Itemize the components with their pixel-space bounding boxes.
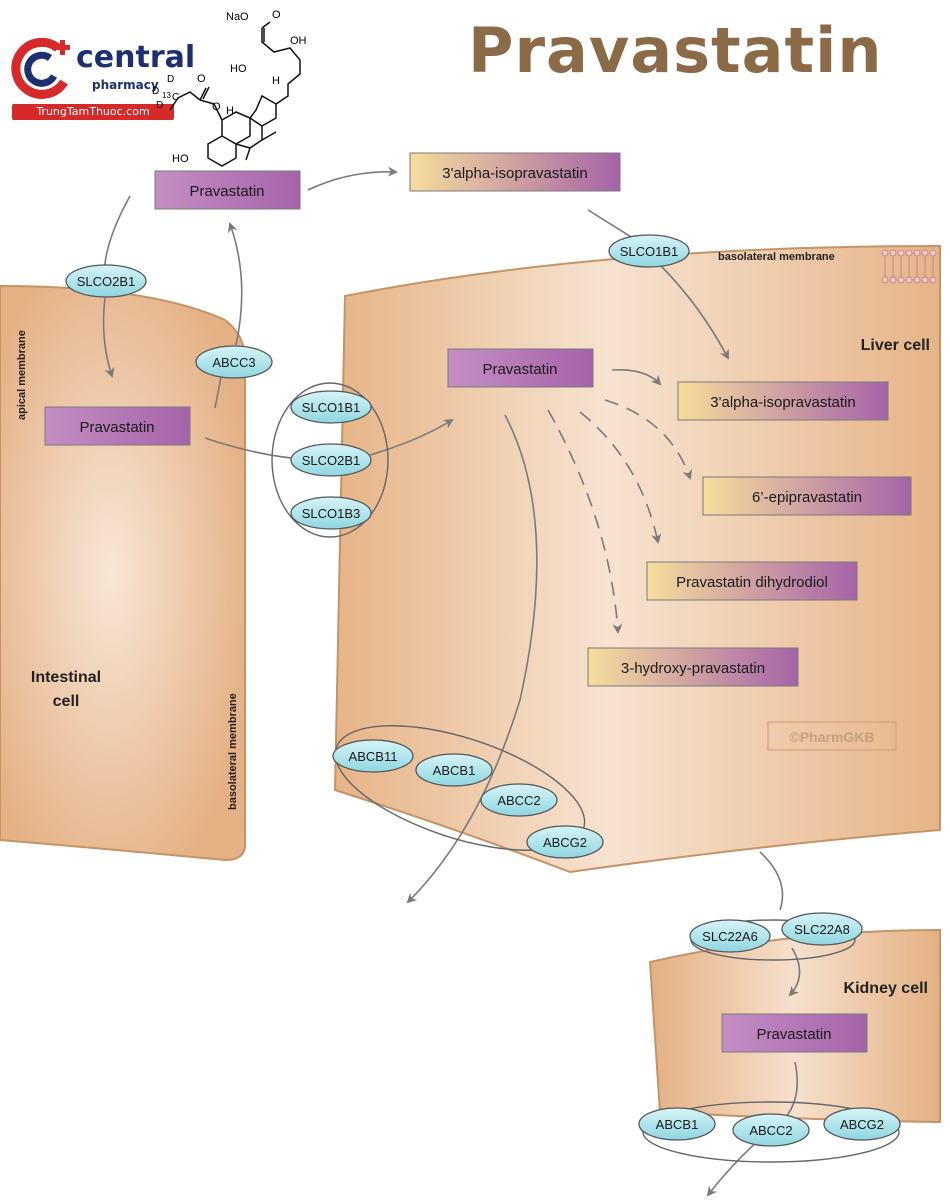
logo-icon: [11, 37, 70, 99]
box-label: Pravastatin: [79, 419, 154, 436]
arrow-slco2b1-to-int: [102, 297, 115, 378]
mol-label-9: 13: [162, 91, 171, 100]
transporter-label: ABCB1: [656, 1117, 699, 1132]
box-liver-hydroxy: 3-hydroxy-pravastatin: [587, 647, 799, 687]
transporter-label: SLC22A6: [702, 929, 758, 944]
mol-label-3: HO: [230, 63, 247, 75]
transporter-label: SLCO2B1: [302, 453, 361, 468]
mol-label-13: HO: [172, 153, 189, 165]
mol-label-4: H: [272, 75, 280, 87]
box-intestinal-pravastatin: Pravastatin: [44, 406, 191, 446]
box-label: 6’-epipravastatin: [752, 489, 862, 506]
mol-label-7: D: [152, 86, 159, 97]
transporter-abcb1-kidney: ABCB1: [638, 1107, 716, 1141]
box-liver-dihydrodiol: Pravastatin dihydrodiol: [646, 561, 858, 601]
pravastatin-structure: [169, 21, 301, 167]
arrow-liver-excretion: [406, 414, 538, 904]
box-label: 3'alpha-isopravastatin: [710, 394, 855, 411]
slco-group-outline: [271, 382, 389, 538]
transporter-slco1b3-mid: SLCO1B3: [290, 496, 372, 530]
transporter-label: SLCO2B1: [77, 274, 136, 289]
transporter-abcc2-kidney: ABCC2: [732, 1113, 810, 1147]
box-label: 3-hydroxy-pravastatin: [621, 660, 765, 677]
box-label: Pravastatin: [189, 183, 264, 200]
box-label: Pravastatin dihydrodiol: [676, 574, 828, 591]
arrow-liver-to-iso: [611, 368, 662, 386]
mol-label-8: D: [156, 100, 163, 111]
box-blood-isoprava: 3'alpha-isopravastatin: [409, 152, 621, 192]
kidney-cell-label: Kidney cell: [844, 980, 928, 997]
arrow-int-to-abcc3: [214, 371, 223, 409]
membrane-icon: [881, 249, 937, 284]
intestinal-cell-label-1: Intestinal: [31, 669, 101, 686]
arrow-abcc3-to-blood: [227, 222, 243, 346]
transporter-abcb1-liver: ABCB1: [415, 753, 493, 787]
box-label: Pravastatin: [756, 1026, 831, 1043]
mol-label-10: C: [172, 92, 179, 103]
mol-label-11: O: [197, 73, 206, 85]
watermark-text: ©PharmGKB: [790, 729, 875, 745]
box-kidney-pravastatin: Pravastatin: [721, 1013, 868, 1053]
box-liver-pravastatin: Pravastatin: [447, 348, 594, 388]
mol-label-6: D: [167, 74, 174, 85]
transporter-label: ABCC3: [212, 355, 255, 370]
mol-label-1: O: [272, 9, 281, 21]
transporter-label: SLCO1B1: [302, 400, 361, 415]
arrow-liver-to-kidney: [759, 851, 784, 911]
arrow-to-dihydrodiol: [579, 411, 662, 544]
transporter-label: ABCB1: [433, 763, 476, 778]
arrow-iso-to-slco1b1: [587, 209, 637, 241]
transporter-label: SLCO1B1: [620, 244, 679, 259]
transporter-label: ABCC2: [749, 1123, 792, 1138]
box-liver-epiprava: 6’-epipravastatin: [702, 476, 912, 516]
mol-label-5: H: [226, 105, 234, 117]
transporter-abcb11: ABCB11: [332, 739, 414, 773]
arrow-kidney-in: [788, 947, 801, 997]
transporter-label: ABCG2: [840, 1117, 884, 1132]
arrow-slco1b1-to-liver: [659, 264, 729, 360]
mol-label-12: O: [212, 101, 221, 113]
transporter-label: SLCO1B3: [302, 506, 361, 521]
transporter-slco2b1-top: SLCO2B1: [65, 264, 147, 298]
transporter-label: SLC22A8: [794, 922, 850, 937]
logo-sub: pharmacy: [92, 78, 159, 92]
transporter-slc22a6: SLC22A6: [689, 919, 771, 953]
transporter-slco1b1-top: SLCO1B1: [608, 234, 690, 268]
box-label: 3'alpha-isopravastatin: [442, 165, 587, 182]
transporter-abcc3: ABCC3: [195, 345, 273, 379]
arrow-blood-to-iso: [307, 166, 398, 191]
transporter-slco1b1-mid: SLCO1B1: [290, 390, 372, 424]
intestinal-basolateral-label: basolateral membrane: [227, 693, 239, 810]
logo-brand: central: [76, 40, 196, 75]
mol-label-0: NaO: [226, 11, 249, 23]
logo-site: TrungTamThuoc.com: [12, 104, 174, 120]
transporter-slco2b1-mid: SLCO2B1: [290, 443, 372, 477]
transporter-abcg2-liver: ABCG2: [526, 825, 604, 859]
pharmgkb-watermark: ©PharmGKB: [767, 721, 897, 751]
mol-label-2: OH: [290, 35, 307, 47]
arrow-to-hydroxy: [547, 409, 623, 634]
liver-basolateral-label: basolateral membrane: [718, 251, 835, 263]
page-title: Pravastatin: [468, 14, 883, 87]
box-label: Pravastatin: [482, 361, 557, 378]
transporter-label: ABCB11: [349, 749, 398, 764]
transporter-abcc2-liver: ABCC2: [480, 783, 558, 817]
apical-membrane-label: apical membrane: [16, 330, 28, 420]
intestinal-cell-label-2: cell: [53, 693, 80, 710]
transporter-label: ABCG2: [543, 835, 587, 850]
liver-cell-label: Liver cell: [861, 337, 930, 354]
transporter-slc22a8: SLC22A8: [781, 912, 863, 946]
transporter-label: ABCC2: [497, 793, 540, 808]
box-liver-isoprava: 3'alpha-isopravastatin: [677, 381, 889, 421]
box-blood-pravastatin: Pravastatin: [154, 170, 301, 210]
transporter-abcg2-kidney: ABCG2: [823, 1107, 901, 1141]
